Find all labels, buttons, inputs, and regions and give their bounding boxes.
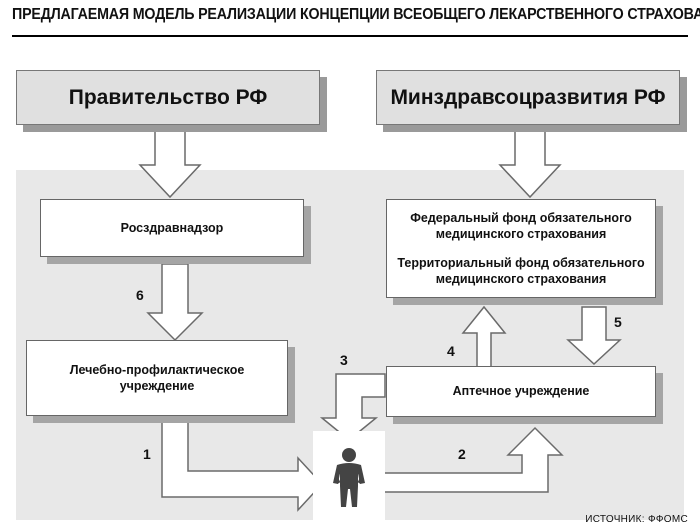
federal-fund-label: Федеральный фонд обязательного медицинск… [410,211,632,242]
clinic-label: Лечебно-профилактическое учреждение [69,362,245,393]
label-number-1: 1 [143,446,151,462]
arrow-4-up [461,305,507,371]
ministry-label: Минздравсоцразвития РФ [390,85,666,109]
label-number-2: 2 [458,446,466,462]
pharmacy-box: Аптечное учреждение [386,366,656,417]
roszdravnadzor-box: Росздравнадзор [40,199,304,257]
label-number-4: 4 [447,343,455,359]
clinic-box: Лечебно-профилактическое учреждение [26,340,288,416]
title-rule [12,35,688,37]
person-icon [333,448,365,507]
government-label: Правительство РФ [68,85,268,109]
arrow-6-down [146,263,204,342]
funds-box: Федеральный фонд обязательного медицинск… [386,199,656,298]
arrow-3-left-down [319,373,386,441]
roszdravnadzor-label: Росздравнадзор [120,220,224,235]
arrow-5-down [566,306,622,366]
ministry-box: Минздравсоцразвития РФ [376,70,680,125]
label-number-5: 5 [614,314,622,330]
patient-tile [313,431,385,520]
arrow-ministry-down [498,125,562,199]
pharmacy-label: Аптечное учреждение [452,384,590,399]
territorial-fund-label: Территориальный фонд обязательного медиц… [397,255,645,286]
government-box: Правительство РФ [16,70,320,125]
label-number-6: 6 [136,287,144,303]
diagram-title: ПРЕДЛАГАЕМАЯ МОДЕЛЬ РЕАЛИЗАЦИИ КОНЦЕПЦИИ… [12,6,700,23]
source-note: ИСТОЧНИК: ФФОМС [585,514,688,525]
label-number-3: 3 [340,352,348,368]
arrow-2-right-up [379,426,564,493]
arrow-government-down [138,125,202,199]
arrow-1-down-right [161,419,324,512]
